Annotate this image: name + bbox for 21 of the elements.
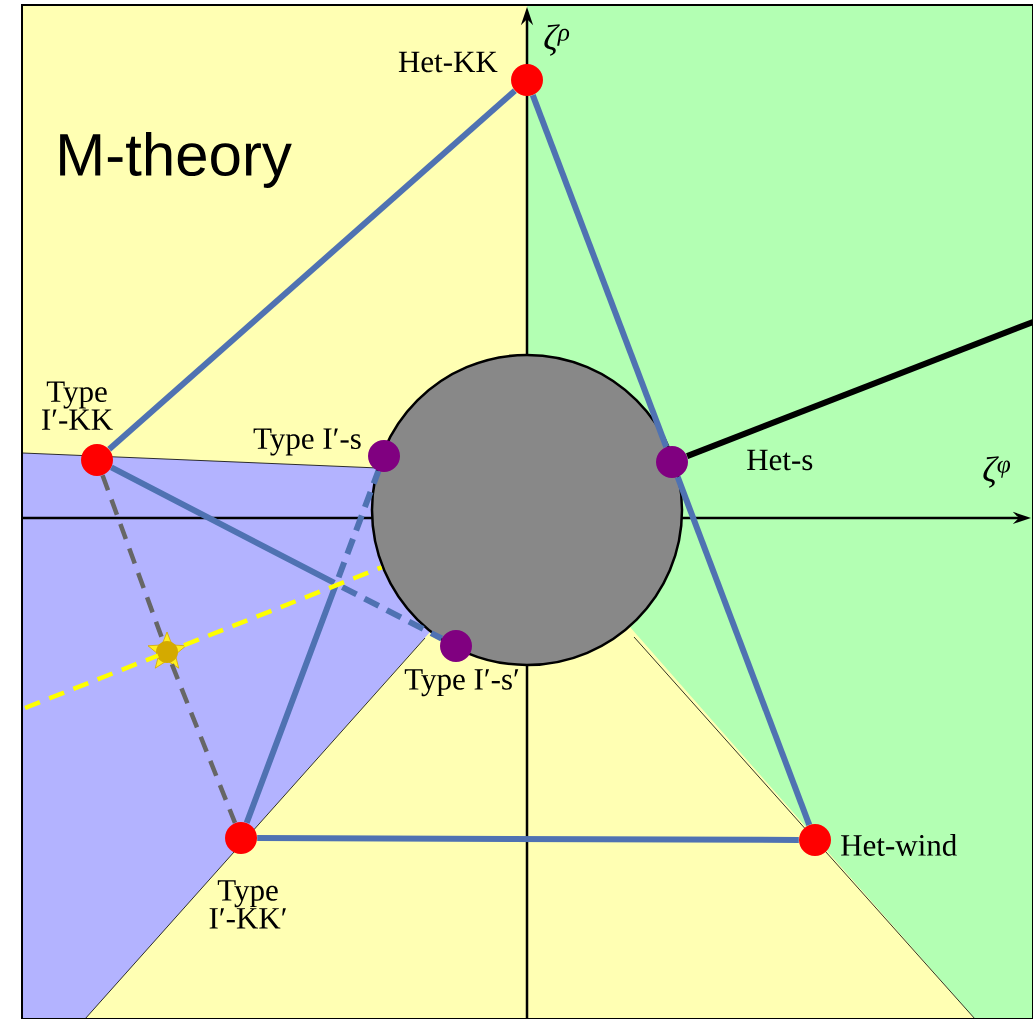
point-label: Type I′-KK — [42, 381, 113, 430]
point-label: Type I′-KK′ — [209, 880, 286, 929]
axis-label: ζ$^{φ}$ — [983, 456, 1011, 488]
connector-line — [169, 663, 238, 824]
point-label: Type I′-s′ — [404, 669, 519, 697]
axis-label: ζ$^{ρ}$ — [544, 24, 570, 56]
connector-line — [686, 319, 1033, 459]
point-label: Het-wind — [841, 834, 957, 856]
theory-label: M-theory — [60, 132, 292, 188]
star-marker — [147, 631, 187, 669]
disk — [370, 353, 684, 667]
connector-line — [529, 94, 670, 448]
connector-line — [243, 470, 382, 824]
connector-line — [24, 653, 159, 711]
point-label: Het-KK — [398, 51, 498, 73]
point-label: Type I′-s — [253, 428, 361, 456]
connector-line — [107, 88, 517, 452]
connector-line — [110, 464, 443, 642]
point-label: Het-s — [747, 449, 813, 471]
connector-line — [257, 835, 799, 843]
connector-line — [183, 565, 383, 648]
